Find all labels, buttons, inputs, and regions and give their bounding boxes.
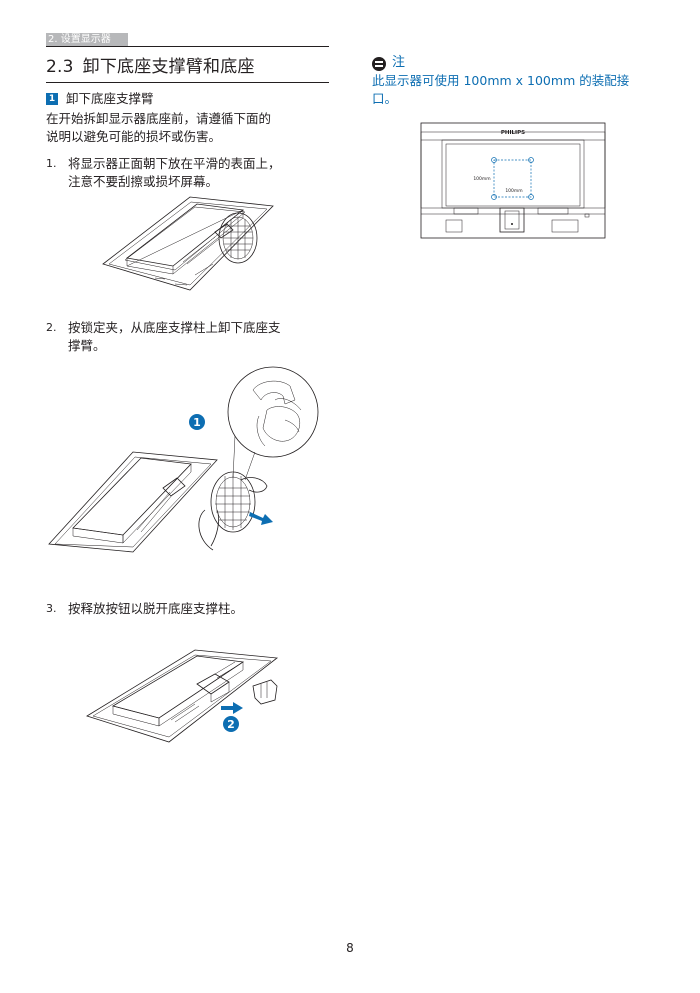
- callout-2-label: 2: [227, 718, 235, 731]
- subsection-title: 卸下底座支撑臂: [66, 91, 154, 106]
- page-number: 8: [346, 941, 354, 955]
- running-header: 2. 设置显示器: [46, 33, 128, 46]
- section-divider: [46, 82, 329, 83]
- step-1-line-2: 注意不要刮擦或损坏屏幕。: [68, 174, 219, 189]
- header-divider: [46, 46, 329, 47]
- vesa-horizontal-dim: 100mm: [473, 176, 490, 182]
- note-line-1: 此显示器可使用 100mm x 100mm 的装配接: [372, 73, 630, 88]
- note-icon: [372, 57, 386, 71]
- subsection-badge: 1: [46, 93, 58, 105]
- illustration-vesa-back: PHILIPS 100mm 100mm: [420, 122, 606, 239]
- intro-line-2: 说明以避免可能的损坏或伤害。: [46, 129, 222, 144]
- section-number: 2.3: [46, 57, 74, 77]
- step-3-number: 3.: [46, 602, 57, 615]
- illustration-remove-base: 1: [48, 366, 319, 553]
- brand-logo: PHILIPS: [501, 130, 525, 136]
- section-title: 2.3 卸下底座支撑臂和底座: [46, 56, 255, 78]
- note-line-2: 口。: [372, 91, 398, 106]
- note-title: 注: [392, 55, 406, 70]
- step-1-number: 1.: [46, 157, 57, 170]
- note-text: 此显示器可使用 100mm x 100mm 的装配接 口。: [372, 72, 652, 108]
- step-2-line-1: 按锁定夹，从底座支撑柱上卸下底座支: [68, 320, 281, 335]
- vesa-pattern: [493, 159, 532, 198]
- vesa-vertical-dim: 100mm: [505, 188, 522, 194]
- step-1-line-1: 将显示器正面朝下放在平滑的表面上，: [68, 156, 281, 171]
- arrow-icon: [249, 512, 273, 525]
- callout-1-label: 1: [193, 416, 201, 429]
- step-3-line-1: 按释放按钮以脱开底座支撑柱。: [68, 601, 244, 616]
- step-2-number: 2.: [46, 321, 57, 334]
- illustration-release-column: 2: [86, 649, 279, 743]
- arrow-icon: [221, 702, 243, 714]
- illustration-monitor-face-down: [102, 196, 274, 291]
- callout-2-icon: [223, 716, 239, 732]
- step-2-line-2: 撑臂。: [68, 338, 106, 353]
- intro-line-1: 在开始拆卸显示器底座前，请遵循下面的: [46, 111, 272, 126]
- section-heading: 卸下底座支撑臂和底座: [82, 57, 255, 77]
- callout-1-icon: [189, 414, 205, 430]
